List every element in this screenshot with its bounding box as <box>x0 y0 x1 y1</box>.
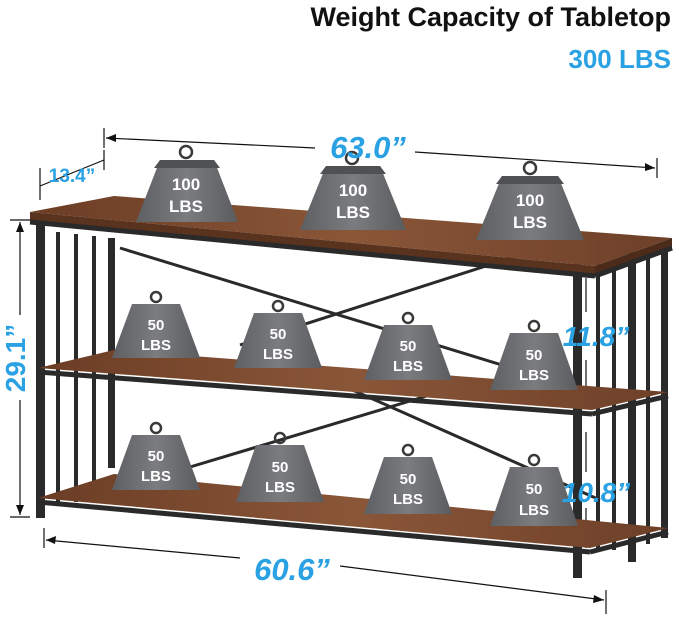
weight-value: 50 <box>400 471 417 488</box>
dimension-lines <box>10 128 658 614</box>
weight-value: 100 <box>339 181 367 200</box>
weight-50-bot-1: 50 LBS <box>112 421 200 490</box>
weight-100-2: 100 LBS <box>300 150 406 230</box>
middle-shelf <box>37 350 669 417</box>
weight-unit: LBS <box>141 337 171 354</box>
weight-unit: LBS <box>169 197 203 216</box>
weight-unit: LBS <box>141 468 171 485</box>
upper-gap-label: 11.8” <box>563 321 629 352</box>
weight-value: 50 <box>526 347 543 364</box>
depth-label: 13.4” <box>49 166 95 187</box>
weight-unit: LBS <box>265 479 295 496</box>
capacity-label: 300 LBS <box>568 44 671 74</box>
weight-50-mid-2: 50 LBS <box>234 299 322 368</box>
weight-unit: LBS <box>393 358 423 375</box>
weight-unit: LBS <box>263 346 293 363</box>
lower-gap-label: 10.8” <box>562 477 631 508</box>
weight-100-3: 100 LBS <box>476 160 584 240</box>
weight-50-bot-2: 50 LBS <box>236 431 324 502</box>
weight-value: 50 <box>270 326 287 343</box>
weight-unit: LBS <box>519 367 549 384</box>
weight-value: 50 <box>400 338 417 355</box>
weight-50-bot-3: 50 LBS <box>364 443 452 514</box>
weight-unit: LBS <box>393 491 423 508</box>
weight-value: 100 <box>172 175 200 194</box>
weight-value: 50 <box>148 317 165 334</box>
length-bottom-label: 60.6” <box>254 552 330 587</box>
weight-value: 50 <box>148 448 165 465</box>
weight-50-mid-3: 50 LBS <box>364 311 452 380</box>
weight-unit: LBS <box>519 502 549 519</box>
dimension-arrowheads <box>16 134 655 603</box>
weight-value: 50 <box>526 481 543 498</box>
page-title: Weight Capacity of Tabletop <box>310 2 671 32</box>
weight-50-bot-4: 50 LBS <box>490 453 578 526</box>
weight-unit: LBS <box>513 213 547 232</box>
weight-value: 50 <box>272 459 289 476</box>
weight-50-mid-4: 50 LBS <box>490 319 578 390</box>
weight-100-1: 100 LBS <box>136 144 238 222</box>
bottom-shelf <box>37 474 669 555</box>
weight-value: 100 <box>516 191 544 210</box>
weight-unit: LBS <box>336 203 370 222</box>
height-label: 29.1” <box>0 324 31 393</box>
weight-50-mid-1: 50 LBS <box>112 290 200 358</box>
length-top-label: 63.0” <box>330 130 406 165</box>
